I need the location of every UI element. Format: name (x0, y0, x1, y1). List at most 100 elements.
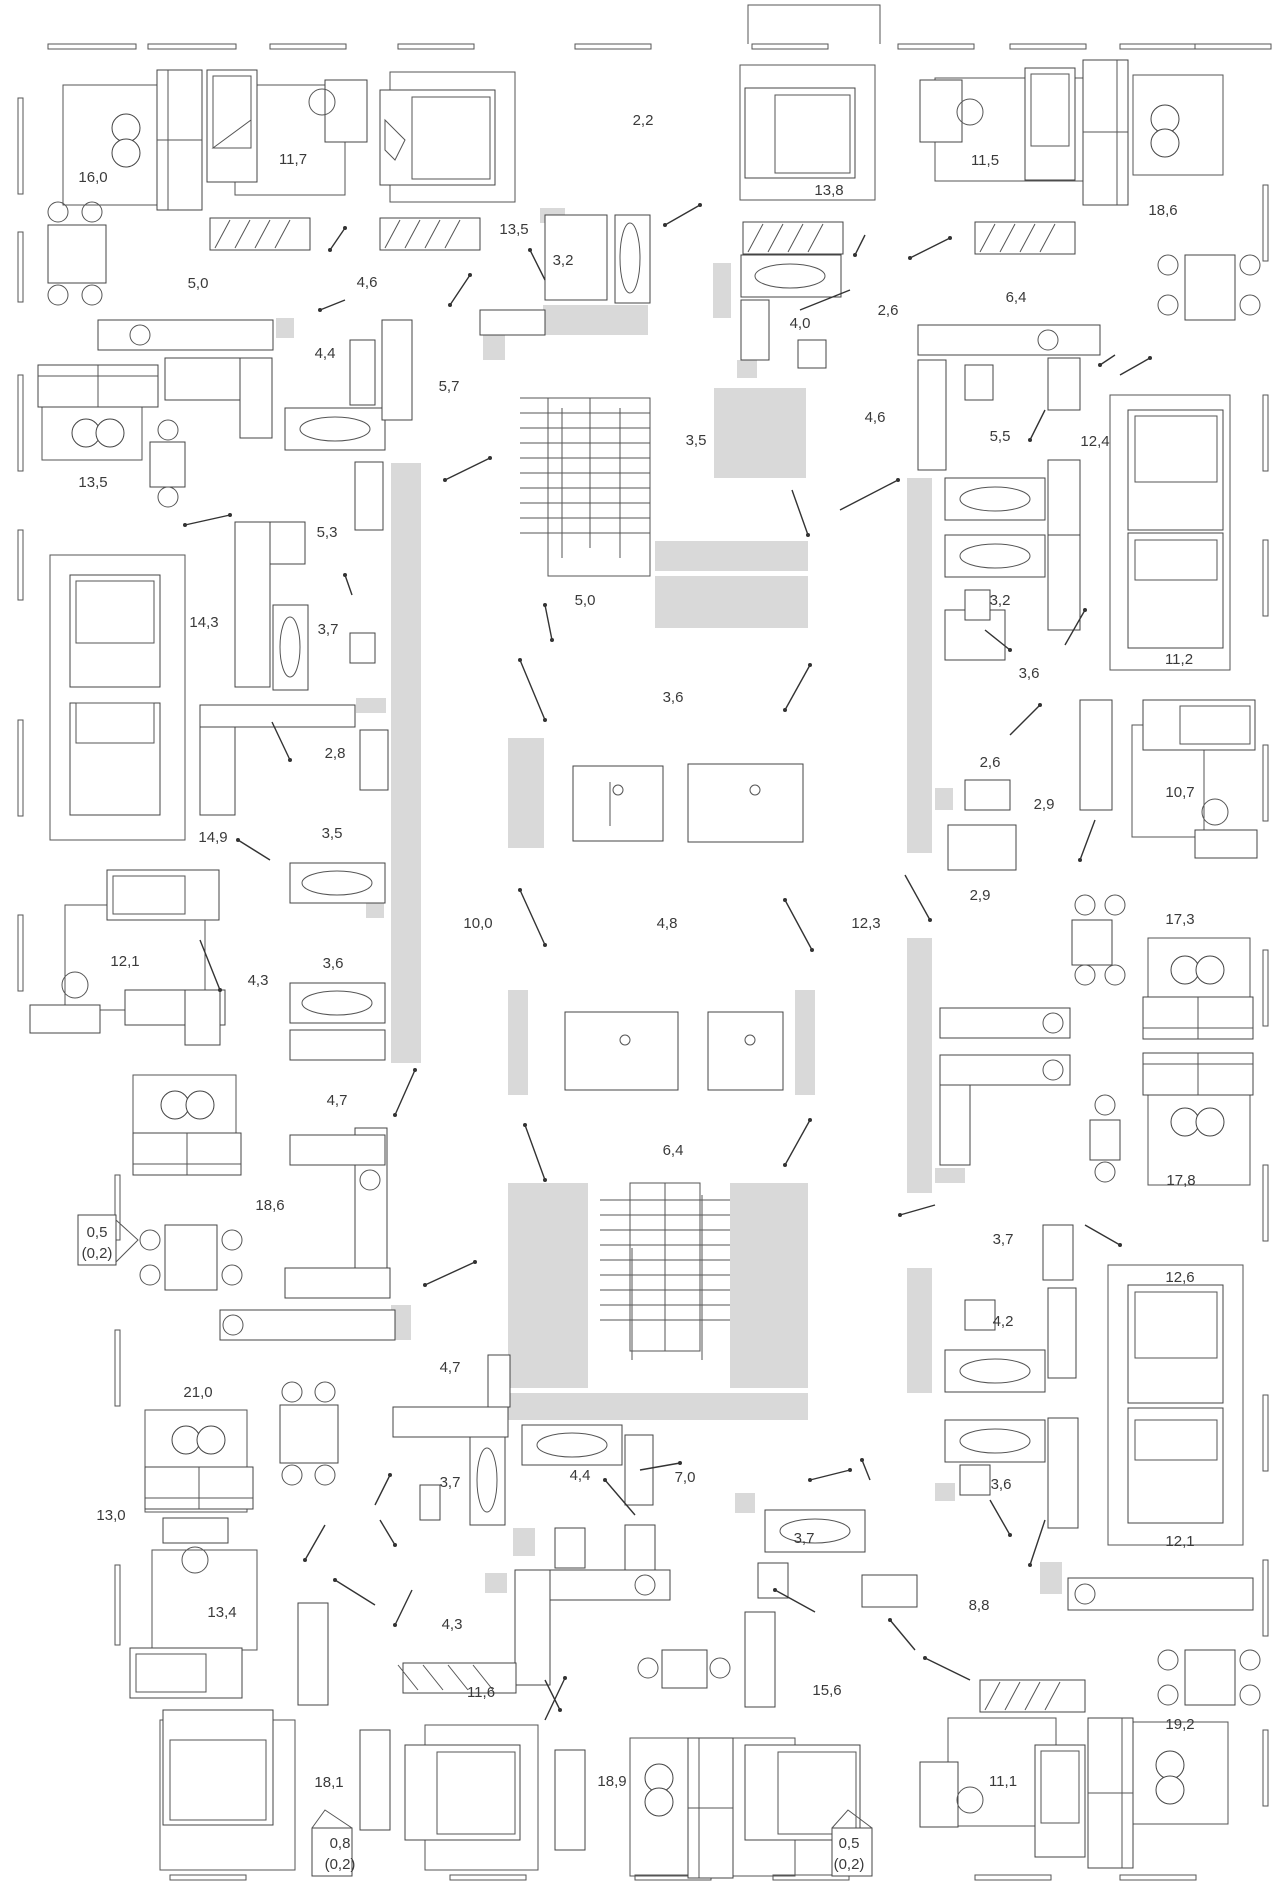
room-area: 19,2 (1165, 1716, 1194, 1733)
room-area: 2,9 (970, 887, 991, 904)
room-area: 12,1 (110, 953, 139, 970)
room-area: 2,6 (878, 302, 899, 319)
room-area: 18,9 (597, 1773, 626, 1790)
shaft-small-9 (935, 1168, 965, 1183)
room-area: 2,9 (1034, 796, 1055, 813)
room-area: 5,7 (439, 378, 460, 395)
room-area: 5,5 (990, 428, 1011, 445)
bed-11 (404, 1744, 521, 1841)
room-area: 14,3 (189, 614, 218, 631)
room-area: 15,6 (812, 1682, 841, 1699)
room-area: 4,2 (993, 1313, 1014, 1330)
room-area: 3,5 (686, 432, 707, 449)
bed-6 (1127, 409, 1224, 649)
room-area: 3,7 (440, 1474, 461, 1491)
room-area: 10,7 (1165, 784, 1194, 801)
room-area: 5,0 (188, 275, 209, 292)
bed-10 (129, 1647, 274, 1826)
sofa-5 (132, 1132, 242, 1176)
shaft-small-12 (513, 1528, 535, 1556)
shaft-lift-sw (508, 990, 528, 1095)
room-area: 13,4 (207, 1604, 236, 1621)
balcony-area-reduced: (0,2) (325, 1856, 356, 1873)
dining-tables (47, 201, 1261, 1706)
shaft-small-14 (485, 1573, 507, 1593)
room-area: 13,0 (96, 1507, 125, 1524)
room-area: 11,5 (971, 152, 999, 169)
room-area: 12,1 (1165, 1533, 1194, 1550)
room-area: 4,8 (657, 915, 678, 932)
elevator-1 (572, 765, 664, 842)
shaft-east-lower (907, 1268, 932, 1393)
room-area: 3,6 (323, 955, 344, 972)
shaft-small-11 (1040, 1562, 1062, 1594)
shaft-small-10 (935, 788, 953, 810)
sofa-3 (37, 364, 159, 408)
room-area: 11,6 (467, 1684, 495, 1701)
sofa-4 (1142, 996, 1254, 1096)
bed-4 (1024, 67, 1076, 181)
room-area: 3,6 (991, 1476, 1012, 1493)
shaft-small-4 (737, 360, 757, 378)
shaft-lift-se (795, 990, 815, 1095)
balcony-area-reduced: (0,2) (82, 1245, 113, 1262)
room-area: 7,0 (675, 1469, 696, 1486)
room-area: 8,8 (969, 1597, 990, 1614)
shaft-small-6 (356, 698, 386, 713)
room-area: 11,2 (1165, 651, 1193, 668)
room-area: 4,3 (442, 1616, 463, 1633)
balcony-west (77, 1214, 117, 1266)
sofa-6 (144, 1466, 254, 1510)
room-area: 11,7 (279, 151, 307, 168)
shaft-small-3 (713, 263, 731, 318)
balcony-area: 0,8 (330, 1835, 351, 1852)
room-area: 3,7 (794, 1530, 815, 1547)
room-area: 3,6 (663, 689, 684, 706)
balcony-south-1 (311, 1827, 353, 1877)
bed-5 (69, 574, 161, 816)
shaft-small-5 (276, 318, 294, 338)
room-area: 13,5 (78, 474, 107, 491)
bed-7 (106, 869, 220, 921)
bed-13 (1034, 1744, 1086, 1858)
balcony-area-reduced: (0,2) (834, 1856, 865, 1873)
room-area: 3,2 (553, 252, 574, 269)
sofa-1 (156, 69, 203, 211)
doors (183, 203, 1152, 1721)
balcony-south-2 (831, 1827, 873, 1877)
room-area: 2,2 (633, 112, 654, 129)
staircase-south (600, 1182, 730, 1360)
room-area: 13,5 (499, 221, 528, 238)
room-area: 4,0 (790, 315, 811, 332)
room-area: 4,4 (315, 345, 336, 362)
bed-1 (206, 69, 258, 183)
room-area: 4,7 (327, 1092, 348, 1109)
room-area: 10,0 (463, 915, 492, 932)
shaft-lobby-2 (655, 576, 808, 628)
room-area: 3,5 (322, 825, 343, 842)
room-area: 12,4 (1080, 433, 1109, 450)
bed-8 (1142, 699, 1256, 751)
room-area: 17,8 (1166, 1172, 1195, 1189)
shaft-small-15 (935, 1483, 955, 1501)
room-area: 2,6 (980, 754, 1001, 771)
shaft-south (508, 1393, 808, 1420)
elevator-2 (687, 763, 804, 843)
room-area: 3,2 (990, 592, 1011, 609)
sofa-2 (1082, 59, 1129, 206)
shaft-stair-w (508, 1183, 588, 1388)
room-area: 3,7 (318, 621, 339, 638)
room-area: 16,0 (78, 169, 107, 186)
shaft-lobby-1 (655, 541, 808, 571)
bed-9 (1127, 1284, 1224, 1524)
room-area: 18,6 (1148, 202, 1177, 219)
bed-12 (744, 1744, 861, 1841)
shaft-lift-w (508, 738, 544, 848)
sofa-7 (687, 1737, 734, 1879)
room-area: 5,0 (575, 592, 596, 609)
room-area: 11,1 (989, 1773, 1017, 1790)
sofa-8 (1087, 1717, 1134, 1869)
shaft-bath-top (543, 305, 648, 335)
shaft-small-7 (366, 903, 384, 918)
